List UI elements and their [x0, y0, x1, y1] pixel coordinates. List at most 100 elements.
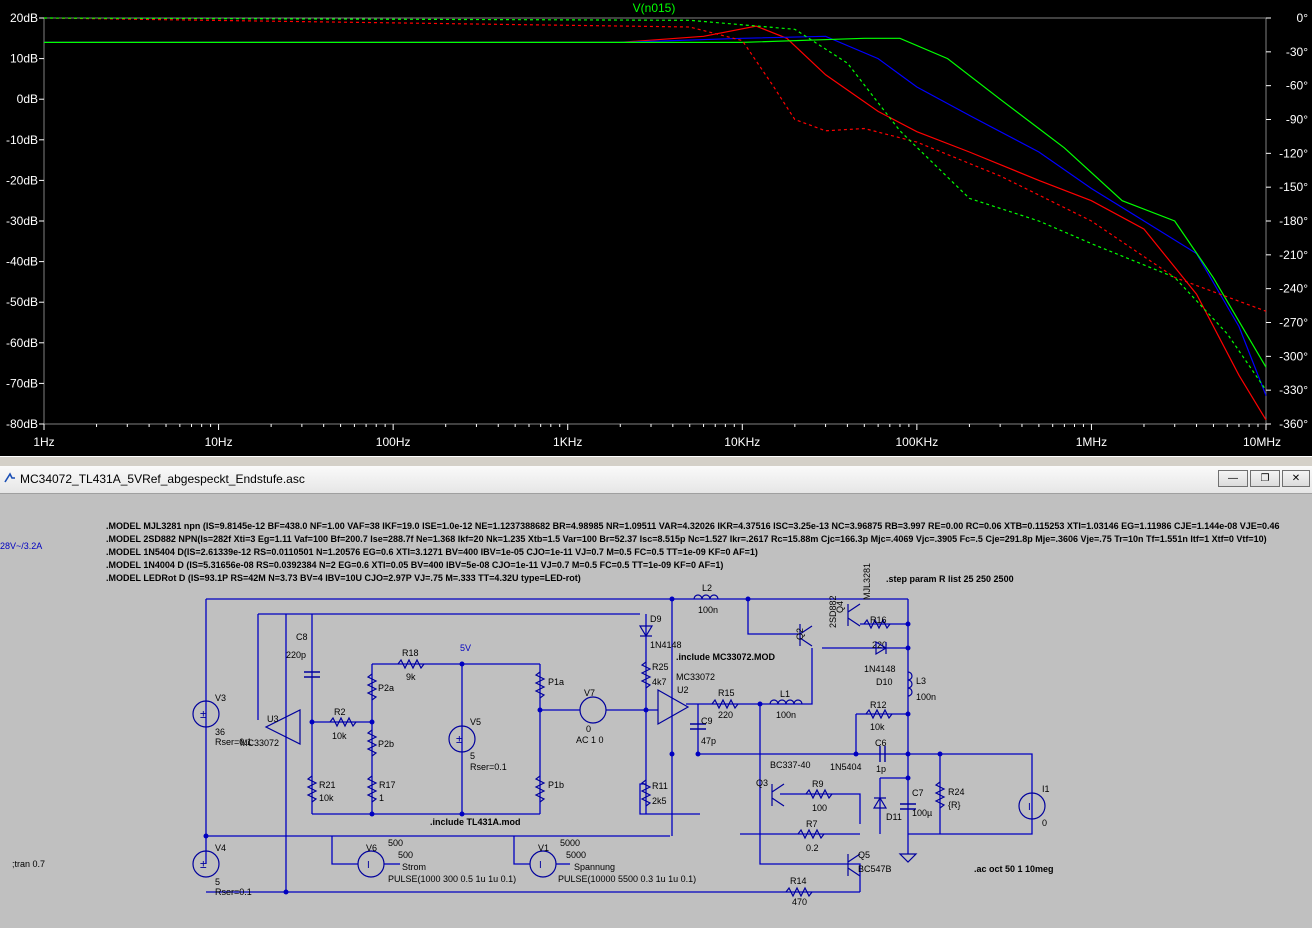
source-i1[interactable]: I I1 0 — [1018, 784, 1050, 828]
close-button[interactable]: ✕ — [1282, 470, 1310, 487]
r11-name: R11 — [652, 781, 668, 791]
l3-name: L3 — [916, 676, 926, 686]
model-line-5[interactable]: .MODEL LEDRot D (IS=93.1P RS=42M N=3.73 … — [106, 573, 581, 583]
capacitor-c8[interactable] — [304, 671, 320, 678]
resistor-r17[interactable] — [366, 775, 378, 803]
resistor-r16[interactable] — [863, 618, 891, 630]
v5-rser: Rser=0.1 — [470, 762, 507, 772]
source-v7[interactable]: V7 0 AC 1 0 — [576, 688, 607, 745]
resistor-r25[interactable] — [640, 661, 652, 689]
resistor-r11[interactable] — [640, 779, 652, 807]
d11-name: D11 — [886, 812, 902, 822]
opamp-u3[interactable]: U3 MC33072 — [240, 709, 301, 748]
i1-name: I1 — [1042, 784, 1050, 794]
resistor-r14[interactable] — [785, 886, 813, 898]
transistor-q2[interactable] — [799, 624, 813, 647]
ac-directive[interactable]: .ac oct 50 1 10meg — [974, 864, 1054, 874]
minimize-button[interactable]: — — [1218, 470, 1248, 487]
x-tick-label: 1Hz — [33, 435, 54, 449]
tran-directive[interactable]: ;tran 0.7 — [12, 859, 45, 869]
resistor-p1a[interactable] — [534, 671, 546, 699]
model-line-4[interactable]: .MODEL 1N4004 D (IS=5.31656e-08 RS=0.039… — [106, 560, 723, 570]
junctions — [203, 596, 943, 895]
diode-d9[interactable] — [638, 625, 654, 638]
source-v6[interactable]: I V6 500 500 Strom PULSE(1000 300 0.5 1u… — [357, 838, 516, 884]
r24-value: {R} — [948, 800, 961, 810]
resistor-r15[interactable] — [711, 698, 739, 710]
p1b-label: P1b — [548, 780, 564, 790]
wires[interactable] — [205, 598, 1033, 893]
resistor-r24[interactable] — [934, 781, 946, 809]
y-left-tick-label: -40dB — [6, 255, 38, 269]
model-line-3[interactable]: .MODEL 1N5404 D(IS=2.61339e-12 RS=0.0110… — [106, 547, 758, 557]
resistor-r2[interactable] — [329, 716, 357, 728]
r9-value: 100 — [812, 803, 827, 813]
capacitor-c9[interactable] — [690, 723, 706, 730]
r14-value: 470 — [792, 897, 807, 907]
include-tl431a[interactable]: .include TL431A.mod — [430, 817, 521, 827]
y-left-tick-label: -20dB — [6, 173, 38, 187]
resistor-r7[interactable] — [797, 828, 825, 840]
r12-name: R12 — [870, 700, 887, 710]
u2-name: U2 — [677, 685, 689, 695]
c7-name: C7 — [912, 788, 924, 798]
y-right-tick-label: -180° — [1279, 214, 1308, 228]
window-titlebar[interactable]: MC34072_TL431A_5VRef_abgespeckt_Endstufe… — [0, 466, 1312, 494]
step-directive[interactable]: .step param R list 25 250 2500 — [886, 574, 1014, 584]
y-right-tick-label: -270° — [1279, 316, 1308, 330]
source-v1[interactable]: I V1 5000 5000 Spannung PULSE(10000 5500… — [529, 838, 696, 884]
bode-plot[interactable]: V(n015) 20dB10dB0dB-10dB-20dB-30dB-40dB-… — [0, 0, 1312, 456]
trace-1[interactable] — [44, 25, 1267, 421]
source-v3[interactable]: ± V3 36 Rser=0.1 — [192, 693, 252, 747]
inductor-l3[interactable] — [907, 671, 913, 697]
supply-note[interactable]: 28V~/3.2A — [0, 541, 42, 551]
ground-symbol — [898, 853, 918, 863]
diode-d10[interactable] — [875, 640, 888, 656]
l1-value: 100n — [776, 710, 796, 720]
p1a-label: P1a — [548, 677, 564, 687]
include-mc33072[interactable]: .include MC33072.MOD — [676, 652, 776, 662]
y-right-tick-label: -30° — [1286, 45, 1308, 59]
transistor-q3[interactable] — [771, 783, 785, 807]
schematic-canvas[interactable]: .MODEL MJL3281 npn (IS=9.8145e-12 BF=438… — [0, 494, 1312, 928]
inductor-l1[interactable] — [769, 699, 803, 705]
q4-value: MJL3281 — [862, 563, 872, 600]
trace-5[interactable] — [43, 17, 1267, 391]
restore-button[interactable]: ❐ — [1250, 470, 1280, 487]
y-left-tick-label: -70dB — [6, 376, 38, 390]
c6-value: 1p — [876, 764, 886, 774]
r15-name: R15 — [718, 688, 735, 698]
resistor-p2b[interactable] — [366, 729, 378, 757]
transistor-q5[interactable] — [847, 853, 861, 877]
resistor-p2a[interactable] — [366, 673, 378, 701]
y-left-tick-label: -10dB — [6, 133, 38, 147]
resistor-r21[interactable] — [306, 775, 318, 803]
resistor-r12[interactable] — [865, 708, 893, 720]
model-line-2[interactable]: .MODEL 2SD882 NPN(Is=282f Xti=3 Eg=1.11 … — [106, 534, 1267, 544]
resistor-r9[interactable] — [805, 788, 833, 800]
trace-4[interactable] — [43, 17, 1267, 312]
d9-name: D9 — [650, 614, 662, 624]
source-v5[interactable]: ± V5 5 Rser=0.1 5V — [448, 643, 507, 772]
inductor-l2[interactable] — [693, 594, 719, 600]
resistor-r18[interactable] — [397, 658, 425, 670]
trace-label[interactable]: V(n015) — [633, 1, 676, 15]
y-left-tick-label: -60dB — [6, 336, 38, 350]
schematic-window[interactable]: MC34072_TL431A_5VRef_abgespeckt_Endstufe… — [0, 466, 1312, 928]
opamp-u2[interactable]: U2 MC33072 — [657, 672, 715, 726]
model-line-1[interactable]: .MODEL MJL3281 npn (IS=9.8145e-12 BF=438… — [106, 521, 1280, 531]
y-right-tick-label: -150° — [1279, 180, 1308, 194]
source-v4[interactable]: ± V4 5 Rser=0.1 — [192, 843, 252, 897]
l1-name: L1 — [780, 689, 790, 699]
svg-text:±: ± — [200, 857, 207, 871]
capacitor-c7[interactable] — [900, 803, 916, 810]
resistor-p1b[interactable] — [534, 775, 546, 803]
svg-text:I: I — [539, 860, 542, 871]
r21-name: R21 — [319, 780, 336, 790]
capacitor-c6[interactable] — [879, 746, 886, 762]
diode-d11[interactable] — [872, 796, 888, 809]
trace-3[interactable] — [44, 37, 1267, 368]
i1-value: 0 — [1042, 818, 1047, 828]
transistor-q4[interactable] — [847, 603, 861, 627]
